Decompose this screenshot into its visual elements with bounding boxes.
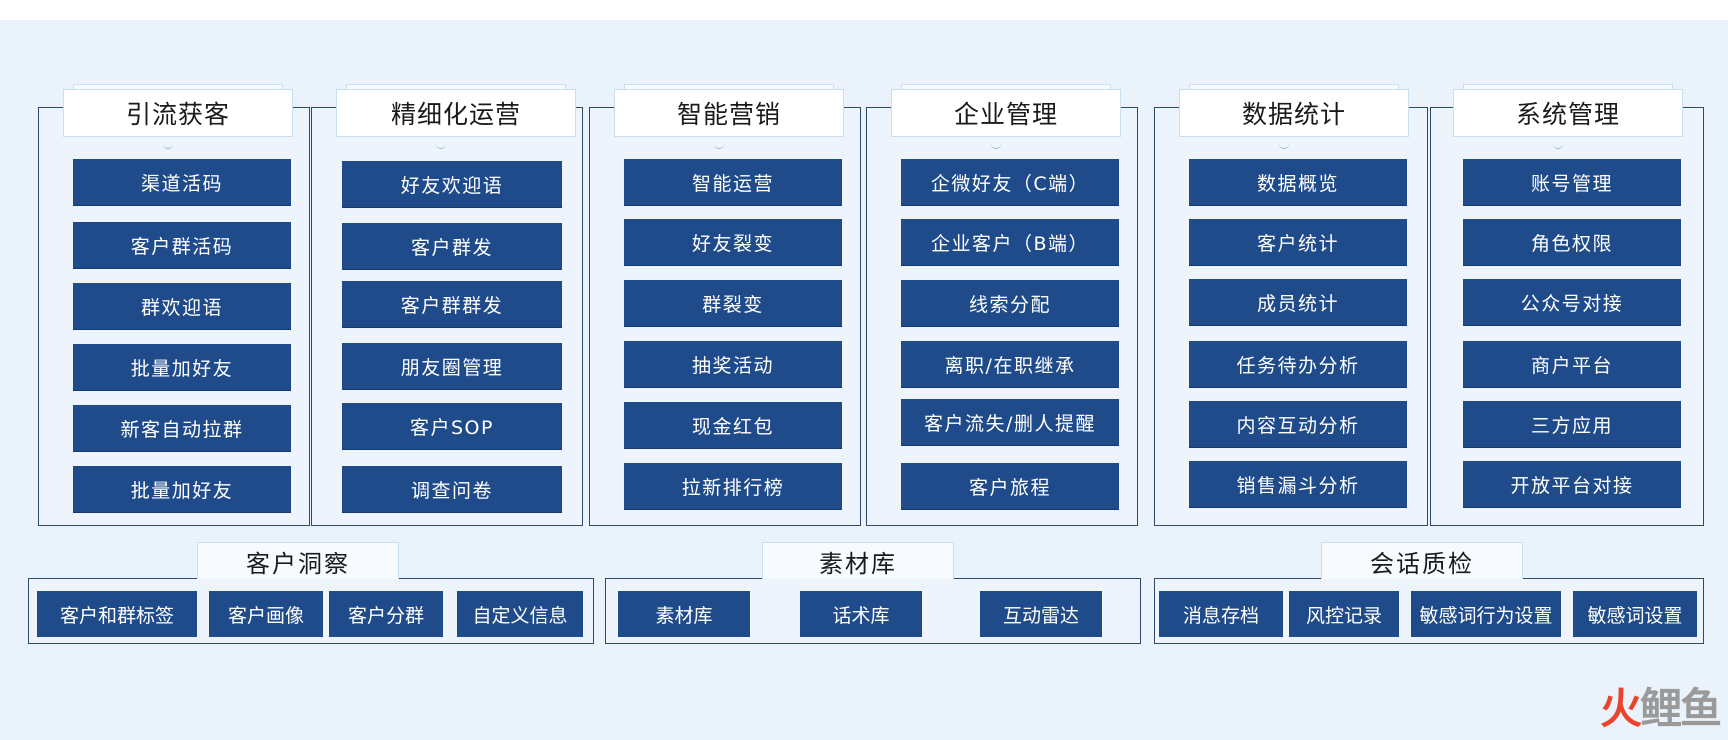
feature-item-acquisition-3: 群欢迎语 (73, 283, 291, 329)
feature-item-system-1: 账号管理 (1463, 159, 1681, 205)
title-tab-decoration (624, 84, 834, 93)
feature-item-marketing-4: 抽奖活动 (624, 341, 842, 387)
bottom-item-materials-3: 互动雷达 (980, 591, 1102, 637)
bottom-group-title-quality: 会话质检 (1321, 542, 1523, 579)
bottom-item-quality-1: 消息存档 (1159, 591, 1283, 637)
feature-item-enterprise-3: 线索分配 (901, 280, 1119, 326)
watermark-logo: 火 鲤鱼 (1599, 675, 1722, 736)
bottom-item-insight-2: 客户画像 (209, 591, 323, 637)
title-notch-decoration (1553, 142, 1563, 149)
watermark-part2: 鲤鱼 (1639, 684, 1722, 733)
title-tab-decoration (1189, 84, 1399, 93)
column-group-acquisition: 引流获客渠道活码客户群活码群欢迎语批量加好友新客自动拉群批量加好友 (38, 84, 310, 526)
feature-item-system-6: 开放平台对接 (1463, 461, 1681, 507)
column-group-enterprise: 企业管理企微好友（C端） 企业客户（B端） 线索分配离职/在职继承客户流失/删人提醒… (866, 84, 1138, 526)
bottom-item-insight-3: 客户分群 (329, 591, 443, 637)
column-title-operations: 精细化运营 (336, 89, 576, 137)
column-title-system: 系统管理 (1453, 89, 1683, 137)
feature-item-statistics-2: 客户统计 (1189, 219, 1407, 265)
feature-item-statistics-5: 内容互动分析 (1189, 401, 1407, 447)
bottom-item-quality-2: 风控记录 (1289, 591, 1399, 637)
bottom-item-materials-2: 话术库 (800, 591, 922, 637)
feature-item-operations-5: 客户SOP (342, 403, 562, 449)
title-notch-decoration (714, 142, 724, 149)
feature-item-statistics-3: 成员统计 (1189, 279, 1407, 325)
column-title-marketing: 智能营销 (614, 89, 844, 137)
feature-item-marketing-6: 拉新排行榜 (624, 463, 842, 509)
column-title-enterprise: 企业管理 (891, 89, 1121, 137)
feature-item-marketing-3: 群裂变 (624, 280, 842, 326)
feature-item-operations-6: 调查问卷 (342, 466, 562, 512)
feature-item-system-5: 三方应用 (1463, 401, 1681, 447)
column-group-operations: 精细化运营好友欢迎语客户群发客户群群发朋友圈管理客户SOP 调查问卷 (311, 84, 583, 526)
feature-item-enterprise-1: 企微好友（C端） (901, 159, 1119, 205)
feature-item-statistics-4: 任务待办分析 (1189, 341, 1407, 387)
feature-item-system-3: 公众号对接 (1463, 279, 1681, 325)
column-group-statistics: 数据统计数据概览客户统计成员统计任务待办分析内容互动分析销售漏斗分析 (1154, 84, 1428, 526)
title-tab-decoration (1463, 84, 1673, 93)
feature-item-acquisition-6: 批量加好友 (73, 466, 291, 512)
bottom-item-materials-1: 素材库 (618, 591, 750, 637)
title-notch-decoration (1279, 142, 1289, 149)
bottom-group-title-insight: 客户洞察 (197, 542, 399, 579)
feature-item-operations-4: 朋友圈管理 (342, 343, 562, 389)
feature-item-marketing-2: 好友裂变 (624, 219, 842, 265)
feature-item-enterprise-6: 客户旅程 (901, 463, 1119, 509)
feature-item-acquisition-2: 客户群活码 (73, 222, 291, 268)
watermark-part1: 火 (1599, 684, 1642, 733)
feature-item-enterprise-4: 离职/在职继承 (901, 341, 1119, 387)
title-tab-decoration (346, 84, 566, 93)
title-tab-decoration (73, 84, 283, 93)
bottom-group-materials: 素材库素材库话术库互动雷达 (605, 542, 1141, 644)
feature-item-operations-3: 客户群群发 (342, 281, 562, 327)
feature-item-system-2: 角色权限 (1463, 219, 1681, 265)
title-notch-decoration (163, 142, 173, 149)
bottom-item-quality-4: 敏感词设置 (1573, 591, 1697, 637)
bottom-item-insight-1: 客户和群标签 (37, 591, 197, 637)
feature-item-statistics-1: 数据概览 (1189, 159, 1407, 205)
feature-item-operations-1: 好友欢迎语 (342, 161, 562, 207)
title-notch-decoration (991, 142, 1001, 149)
title-notch-decoration (436, 142, 446, 149)
bottom-item-insight-4: 自定义信息 (457, 591, 583, 637)
feature-item-operations-2: 客户群发 (342, 223, 562, 269)
bottom-group-quality: 会话质检消息存档风控记录敏感词行为设置敏感词设置 (1154, 542, 1704, 644)
bottom-group-title-materials: 素材库 (762, 542, 954, 579)
bottom-group-insight: 客户洞察客户和群标签客户画像客户分群自定义信息 (28, 542, 594, 644)
title-tab-decoration (901, 84, 1111, 93)
feature-item-statistics-6: 销售漏斗分析 (1189, 461, 1407, 507)
feature-item-marketing-5: 现金红包 (624, 402, 842, 448)
feature-item-enterprise-2: 企业客户（B端） (901, 219, 1119, 265)
feature-item-marketing-1: 智能运营 (624, 159, 842, 205)
column-title-acquisition: 引流获客 (63, 89, 293, 137)
feature-item-acquisition-1: 渠道活码 (73, 159, 291, 205)
column-group-marketing: 智能营销智能运营好友裂变群裂变抽奖活动现金红包拉新排行榜 (589, 84, 861, 526)
feature-item-acquisition-4: 批量加好友 (73, 344, 291, 390)
feature-item-enterprise-5: 客户流失/删人提醒 (901, 399, 1119, 445)
column-group-system: 系统管理账号管理角色权限公众号对接商户平台三方应用开放平台对接 (1430, 84, 1704, 526)
feature-item-acquisition-5: 新客自动拉群 (73, 405, 291, 451)
column-title-statistics: 数据统计 (1179, 89, 1409, 137)
feature-item-system-4: 商户平台 (1463, 341, 1681, 387)
bottom-item-quality-3: 敏感词行为设置 (1411, 591, 1561, 637)
